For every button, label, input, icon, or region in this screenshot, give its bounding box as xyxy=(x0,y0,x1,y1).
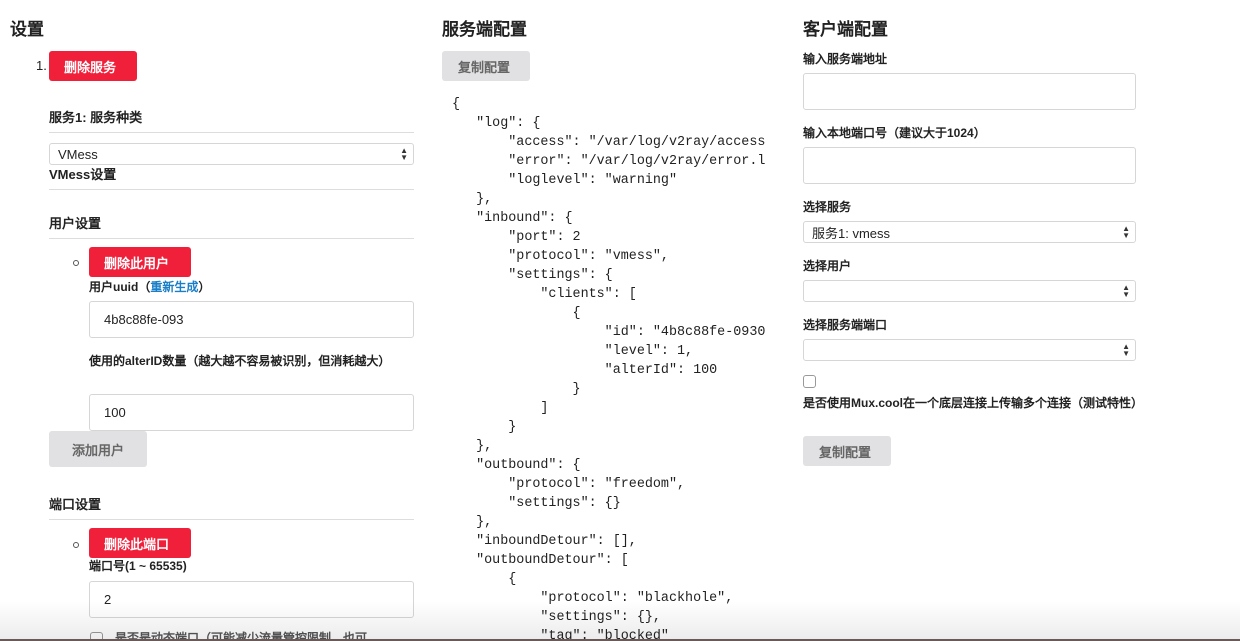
code-line: "id": "4b8c88fe-0930 xyxy=(452,325,766,340)
list-bullet-icon xyxy=(73,260,79,266)
service-type-value: VMess xyxy=(58,146,98,162)
code-line: "error": "/var/log/v2ray/error.l xyxy=(452,154,766,169)
code-line: "protocol": "freedom", xyxy=(452,477,686,492)
select-port-dropdown[interactable]: ▲▼ xyxy=(803,339,1136,361)
delete-service-button[interactable]: 删除服务 xyxy=(49,51,137,81)
select-user-dropdown[interactable]: ▲▼ xyxy=(803,280,1136,302)
list-marker: 1. xyxy=(36,58,47,73)
alterid-input[interactable]: 100 xyxy=(89,394,414,431)
mux-label: 是否使用Mux.cool在一个底层连接上传输多个连接（测试特性） xyxy=(803,396,1144,410)
code-line: }, xyxy=(452,439,493,454)
delete-port-button[interactable]: 删除此端口 xyxy=(89,528,191,558)
uuid-label-end: ） xyxy=(198,280,211,294)
code-line: "loglevel": "warning" xyxy=(452,173,677,188)
select-arrows-icon: ▲▼ xyxy=(1122,224,1130,240)
server-config-json: { "log": { "access": "/var/log/v2ray/acc… xyxy=(452,95,775,641)
regenerate-link[interactable]: 重新生成 xyxy=(150,280,199,294)
server-address-input[interactable] xyxy=(803,73,1136,110)
code-line: "tag": "blocked" xyxy=(452,629,669,641)
code-line: { xyxy=(452,306,581,321)
select-service-value: 服务1: vmess xyxy=(812,225,891,241)
add-user-button[interactable]: 添加用户 xyxy=(49,431,147,467)
code-line: } xyxy=(452,382,581,397)
select-arrows-icon: ▲▼ xyxy=(1122,342,1130,358)
code-line: }, xyxy=(452,192,493,207)
code-line: "settings": {} xyxy=(452,496,621,511)
alterid-label: 使用的alterID数量（越大越不容易被识别，但消耗越大） xyxy=(89,354,391,368)
dynamic-port-checkbox[interactable] xyxy=(90,632,103,641)
select-arrows-icon: ▲▼ xyxy=(1122,283,1130,299)
bottom-edge xyxy=(0,639,1240,641)
code-line: "log": { xyxy=(452,116,541,131)
service-type-select[interactable]: VMess ▲▼ xyxy=(49,143,414,165)
uuid-value: 4b8c88fe-093 xyxy=(104,312,184,327)
port-value: 2 xyxy=(104,592,112,607)
copy-client-config-button[interactable]: 复制配置 xyxy=(803,436,891,466)
copy-server-config-button[interactable]: 复制配置 xyxy=(442,51,530,81)
select-service-label: 选择服务 xyxy=(803,200,852,214)
mux-checkbox[interactable] xyxy=(803,375,816,388)
code-line: "inboundDetour": [], xyxy=(452,534,637,549)
user-settings-heading: 用户设置 xyxy=(49,213,414,239)
select-user-label: 选择用户 xyxy=(803,259,852,273)
local-port-label: 输入本地端口号（建议大于1024） xyxy=(803,126,986,140)
code-line: "alterId": 100 xyxy=(452,363,718,378)
code-line: "outboundDetour": [ xyxy=(452,553,629,568)
code-line: "port": 2 xyxy=(452,230,581,245)
code-line: "protocol": "blackhole", xyxy=(452,591,734,606)
code-line: "inbound": { xyxy=(452,211,573,226)
server-config-title: 服务端配置 xyxy=(442,20,527,39)
local-port-input[interactable] xyxy=(803,147,1136,184)
select-arrows-icon: ▲▼ xyxy=(400,146,408,162)
code-line: { xyxy=(452,572,517,587)
port-settings-heading: 端口设置 xyxy=(49,494,414,520)
code-line: ] xyxy=(452,401,549,416)
code-line: "clients": [ xyxy=(452,287,637,302)
code-line: "settings": {}, xyxy=(452,610,661,625)
uuid-label-text: 用户uuid（ xyxy=(89,280,151,294)
port-label: 端口号(1 ~ 65535) xyxy=(89,559,187,573)
code-line: }, xyxy=(452,515,493,530)
select-service-dropdown[interactable]: 服务1: vmess ▲▼ xyxy=(803,221,1136,243)
server-address-label: 输入服务端地址 xyxy=(803,52,888,66)
select-port-label: 选择服务端端口 xyxy=(803,318,888,332)
port-input[interactable]: 2 xyxy=(89,581,414,618)
uuid-input[interactable]: 4b8c88fe-093 xyxy=(89,301,414,338)
list-bullet-icon xyxy=(73,542,79,548)
client-config-title: 客户端配置 xyxy=(803,20,888,39)
code-line: { xyxy=(452,97,461,112)
code-line: "settings": { xyxy=(452,268,613,283)
code-line: "access": "/var/log/v2ray/access xyxy=(452,135,766,150)
code-line: "level": 1, xyxy=(452,344,694,359)
code-line: } xyxy=(452,420,517,435)
code-line: "outbound": { xyxy=(452,458,581,473)
alterid-value: 100 xyxy=(104,405,126,420)
settings-title: 设置 xyxy=(10,20,44,39)
delete-user-button[interactable]: 删除此用户 xyxy=(89,247,191,277)
vmess-settings-heading: VMess设置 xyxy=(49,164,414,190)
service-type-heading: 服务1: 服务种类 xyxy=(49,107,414,133)
dynamic-port-label: 是否是动态端口（可能减少流量管控限制，也可 xyxy=(115,631,368,641)
uuid-label: 用户uuid（重新生成） xyxy=(89,278,210,297)
code-line: "protocol": "vmess", xyxy=(452,249,669,264)
